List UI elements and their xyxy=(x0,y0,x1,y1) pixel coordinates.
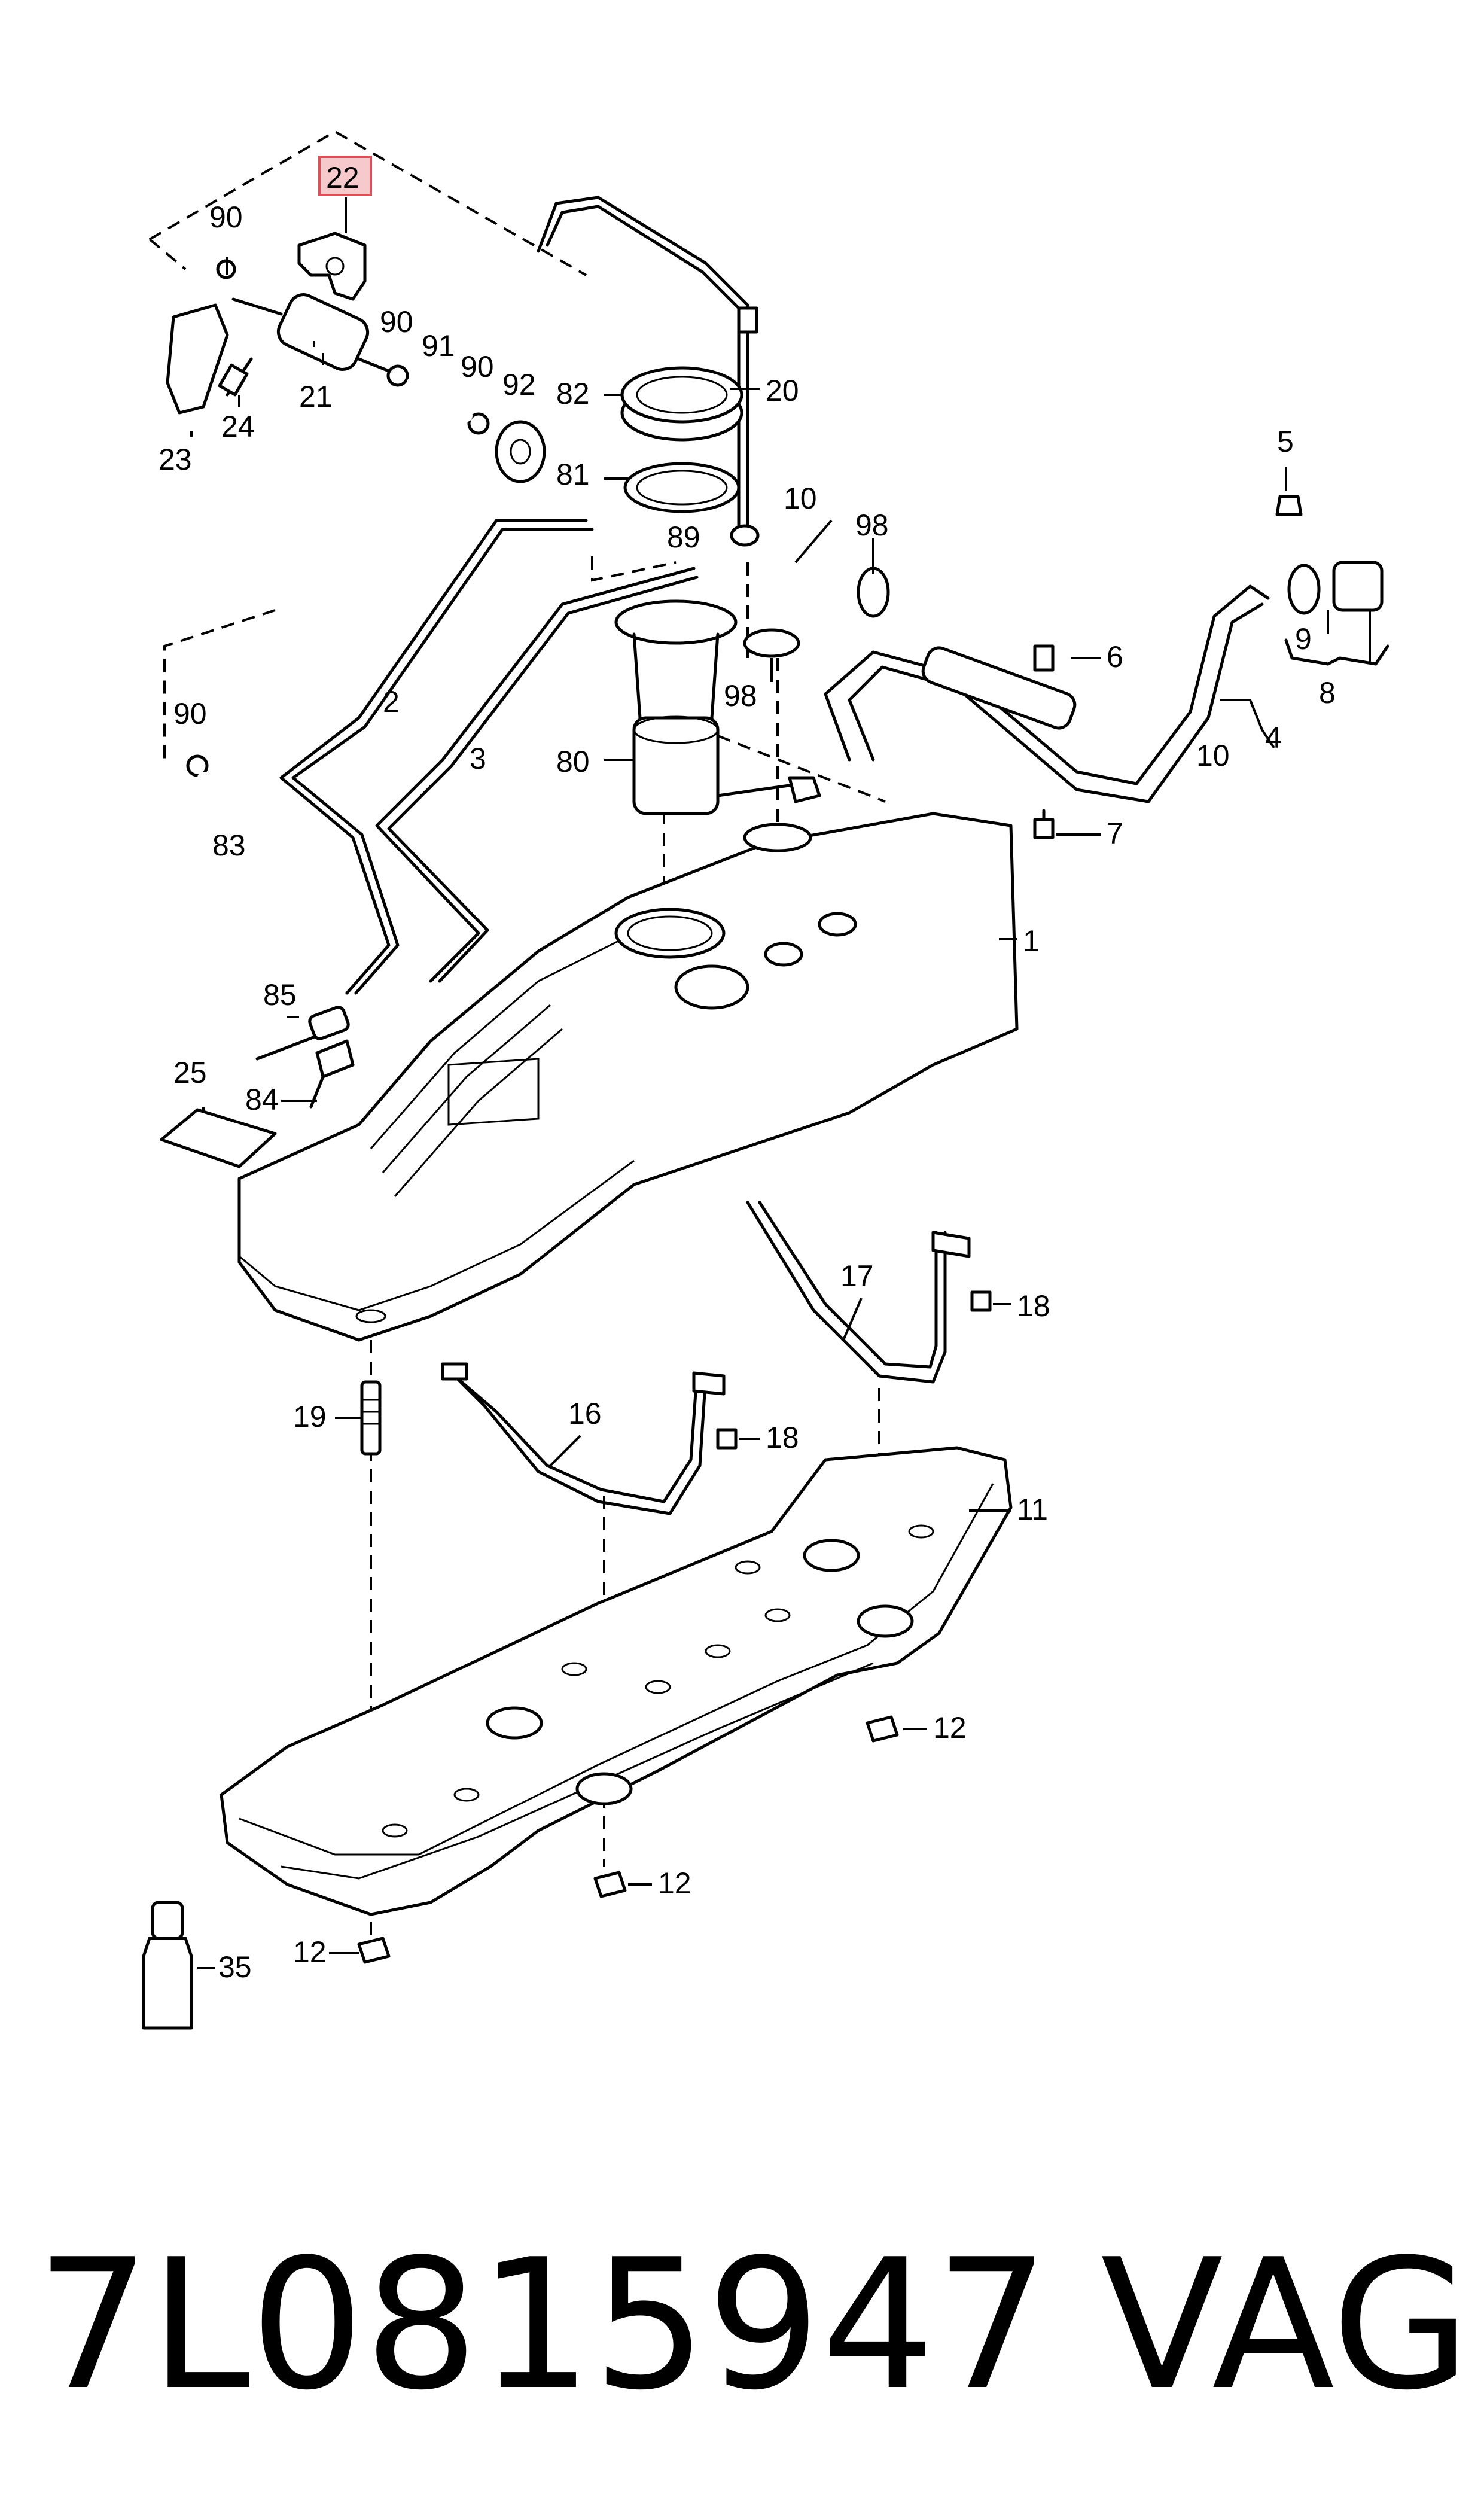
callout-82[interactable]: 82 xyxy=(556,377,590,410)
callout-1[interactable]: 1 xyxy=(1023,924,1040,958)
callout-10-top[interactable]: 10 xyxy=(784,482,817,515)
part-5-screw xyxy=(1275,495,1303,516)
part-24-screw xyxy=(218,357,253,397)
leader-lines xyxy=(190,197,1371,1969)
part-17-strap xyxy=(746,1201,971,1384)
callout-9[interactable]: 9 xyxy=(1295,622,1312,656)
part-35-bottle xyxy=(142,1901,193,2030)
callout-85[interactable]: 85 xyxy=(263,978,297,1012)
callout-7[interactable]: 7 xyxy=(1107,817,1123,850)
part-number: 7L0815947 xyxy=(36,2221,1049,2429)
callout-12-mid[interactable]: 12 xyxy=(658,1867,691,1900)
part-20-vent-pipe xyxy=(537,196,758,528)
part-89-clip xyxy=(730,524,760,547)
part-90-clips xyxy=(186,259,490,777)
callout-90-top[interactable]: 90 xyxy=(209,200,243,234)
part-19-stud xyxy=(360,1380,382,1456)
callout-20[interactable]: 20 xyxy=(766,374,799,407)
part-7-screw xyxy=(1033,809,1055,839)
callout-35[interactable]: 35 xyxy=(218,1950,252,1984)
callout-6[interactable]: 6 xyxy=(1107,640,1123,674)
part-18-bolts xyxy=(716,1290,992,1450)
callout-18-mid[interactable]: 18 xyxy=(766,1421,799,1454)
part-11-guard-plate xyxy=(220,1446,1013,1916)
part-84-connector xyxy=(309,1039,355,1109)
callout-8[interactable]: 8 xyxy=(1319,676,1336,710)
highlight-box-22 xyxy=(318,156,372,196)
callout-22[interactable]: 22 xyxy=(326,161,359,194)
callout-92[interactable]: 92 xyxy=(502,368,536,401)
part-25-pad xyxy=(160,1108,277,1168)
callout-25[interactable]: 25 xyxy=(173,1056,207,1089)
part-91-hose xyxy=(407,377,473,422)
callout-labels: 22 90 21 23 24 90 91 90 92 82 81 20 89 1… xyxy=(159,161,1336,1984)
callout-21[interactable]: 21 xyxy=(299,380,333,413)
part-4-filler-neck xyxy=(824,584,1270,803)
part-8-9-cap-seal xyxy=(1284,561,1389,666)
part-1-fuel-tank xyxy=(237,812,1019,1342)
part-12-nuts xyxy=(357,1715,899,1964)
callout-19[interactable]: 19 xyxy=(293,1400,327,1433)
callout-10-right[interactable]: 10 xyxy=(1196,739,1230,772)
part-2-fuel-line xyxy=(279,519,594,995)
callout-4[interactable]: 4 xyxy=(1265,721,1282,754)
footer: 7L0815947 VAG xyxy=(36,2221,1470,2429)
callout-2[interactable]: 2 xyxy=(383,685,400,718)
callout-11[interactable]: 11 xyxy=(1017,1493,1048,1526)
part-82-locking-ring xyxy=(620,366,743,442)
part-85-connector xyxy=(255,1006,350,1061)
callout-12-right[interactable]: 12 xyxy=(933,1711,967,1744)
callout-17[interactable]: 17 xyxy=(840,1259,874,1293)
callout-83[interactable]: 83 xyxy=(212,829,246,862)
callout-98-top[interactable]: 98 xyxy=(855,509,889,542)
callout-90-left[interactable]: 90 xyxy=(173,697,207,730)
part-23-bracket xyxy=(166,303,229,415)
callout-89[interactable]: 89 xyxy=(667,520,700,554)
callout-3[interactable]: 3 xyxy=(470,742,486,775)
part-21-filter-unit[interactable] xyxy=(231,290,391,374)
callout-81[interactable]: 81 xyxy=(556,458,590,491)
part-83-hose xyxy=(197,772,299,844)
callout-91[interactable]: 91 xyxy=(422,329,455,363)
part-81-seal xyxy=(623,462,741,513)
part-10-hose xyxy=(763,559,876,637)
callout-98-low[interactable]: 98 xyxy=(724,679,757,713)
part-80-fuel-pump xyxy=(614,599,821,815)
callout-80[interactable]: 80 xyxy=(556,745,590,778)
callout-5[interactable]: 5 xyxy=(1277,425,1294,458)
callout-24[interactable]: 24 xyxy=(221,410,255,443)
callout-84[interactable]: 84 xyxy=(245,1083,279,1116)
part-16-strap xyxy=(441,1362,726,1515)
callout-18-right[interactable]: 18 xyxy=(1017,1289,1050,1323)
callout-90-mid[interactable]: 90 xyxy=(380,305,413,339)
part-6-clip xyxy=(1033,644,1055,672)
callout-16[interactable]: 16 xyxy=(568,1397,602,1430)
part-92-flange xyxy=(495,420,546,483)
brand-label: VAG xyxy=(1101,2221,1470,2429)
part-3-fuel-line xyxy=(375,567,699,983)
callout-90-right[interactable]: 90 xyxy=(461,350,494,383)
callout-23[interactable]: 23 xyxy=(159,443,192,476)
callout-12-left[interactable]: 12 xyxy=(293,1935,327,1969)
part-22-bracket[interactable] xyxy=(297,232,367,301)
